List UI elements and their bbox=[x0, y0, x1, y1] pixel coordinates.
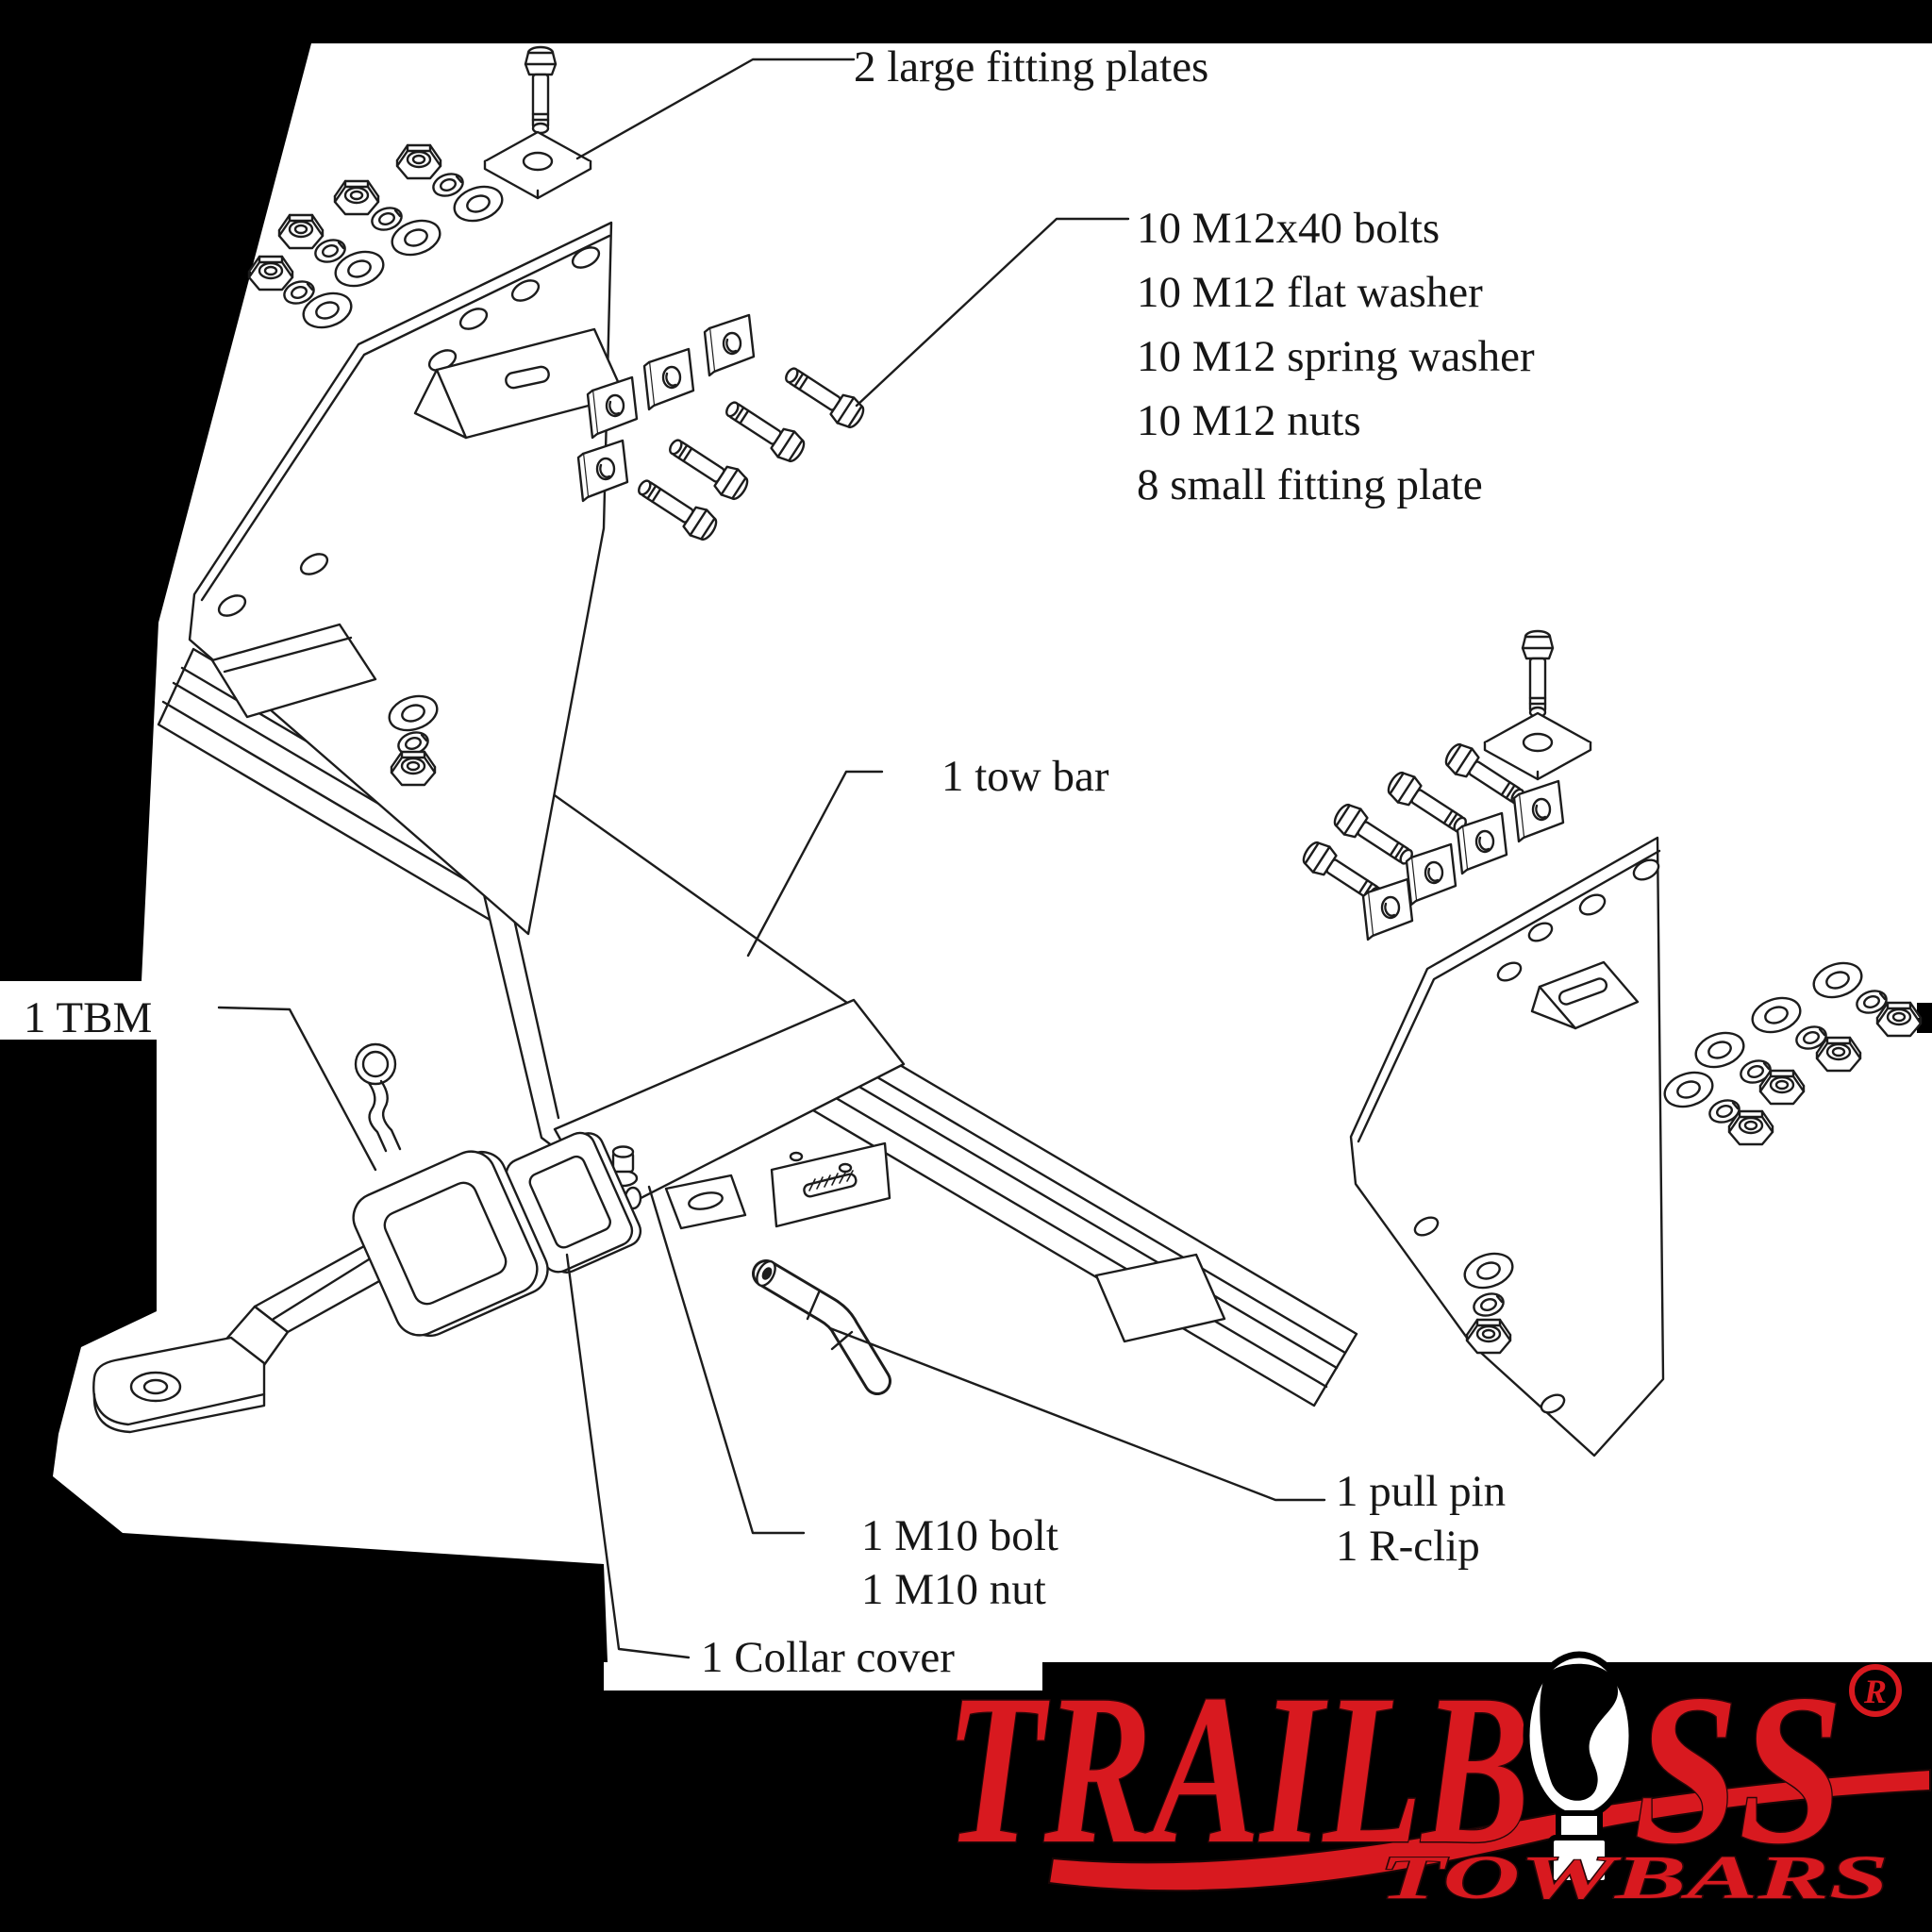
label-r-clip: 1 R-clip bbox=[1336, 1522, 1480, 1571]
logo-text-ss: SS bbox=[1634, 1651, 1843, 1889]
label-m10-nut: 1 M10 nut bbox=[861, 1565, 1046, 1614]
leader-parts-list bbox=[855, 217, 1130, 408]
collar-cover-part bbox=[352, 1150, 549, 1337]
label-tbm: 1 TBM bbox=[24, 993, 152, 1042]
right-large-fitting-plate bbox=[1349, 836, 1665, 1457]
bar-mount-plate bbox=[770, 1141, 891, 1228]
label-m12-bolts: 10 M12x40 bolts bbox=[1137, 204, 1440, 253]
leader-tbm bbox=[217, 1006, 377, 1172]
label-collar-cover: 1 Collar cover bbox=[701, 1633, 955, 1682]
label-m12-nuts: 10 M12 nuts bbox=[1137, 396, 1361, 445]
r-clip-part bbox=[354, 1042, 402, 1153]
leader-m10-bolt bbox=[647, 1185, 806, 1535]
leader-lines bbox=[217, 58, 1326, 1659]
label-small-fitting-plate: 8 small fitting plate bbox=[1137, 460, 1483, 509]
registered-r: R bbox=[1863, 1673, 1887, 1710]
logo-swoosh bbox=[1047, 1768, 1931, 1892]
towball-o-icon bbox=[1523, 1651, 1636, 1886]
trailboss-logo: TRAILB SS R TOWBARS bbox=[944, 1650, 1931, 1913]
label-m12-flat-washer: 10 M12 flat washer bbox=[1137, 268, 1483, 317]
bar-support-tab bbox=[1094, 1253, 1226, 1343]
leader-large-plates bbox=[575, 58, 856, 160]
logo-text-towbars: TOWBARS bbox=[1379, 1843, 1889, 1912]
label-m10-bolt: 1 M10 bolt bbox=[861, 1511, 1058, 1560]
leader-pull-pin bbox=[828, 1326, 1326, 1502]
pull-pin-part bbox=[752, 1259, 891, 1395]
callout-labels: 2 large fitting plates 10 M12x40 bolts 1… bbox=[24, 42, 1535, 1682]
label-tow-bar: 1 tow bar bbox=[941, 752, 1109, 801]
leader-tow-bar bbox=[746, 770, 884, 958]
registered-trademark-icon: R bbox=[1849, 1664, 1902, 1717]
logo-text-trailb: TRAILB bbox=[945, 1651, 1530, 1889]
label-m12-spring-washer: 10 M12 spring washer bbox=[1137, 332, 1535, 381]
left-large-fitting-plate bbox=[188, 221, 626, 936]
receiver-collar bbox=[505, 1131, 642, 1274]
label-large-fitting-plates: 2 large fitting plates bbox=[854, 42, 1208, 92]
leader-collar-cover bbox=[565, 1253, 691, 1659]
label-pull-pin: 1 pull pin bbox=[1336, 1467, 1506, 1516]
